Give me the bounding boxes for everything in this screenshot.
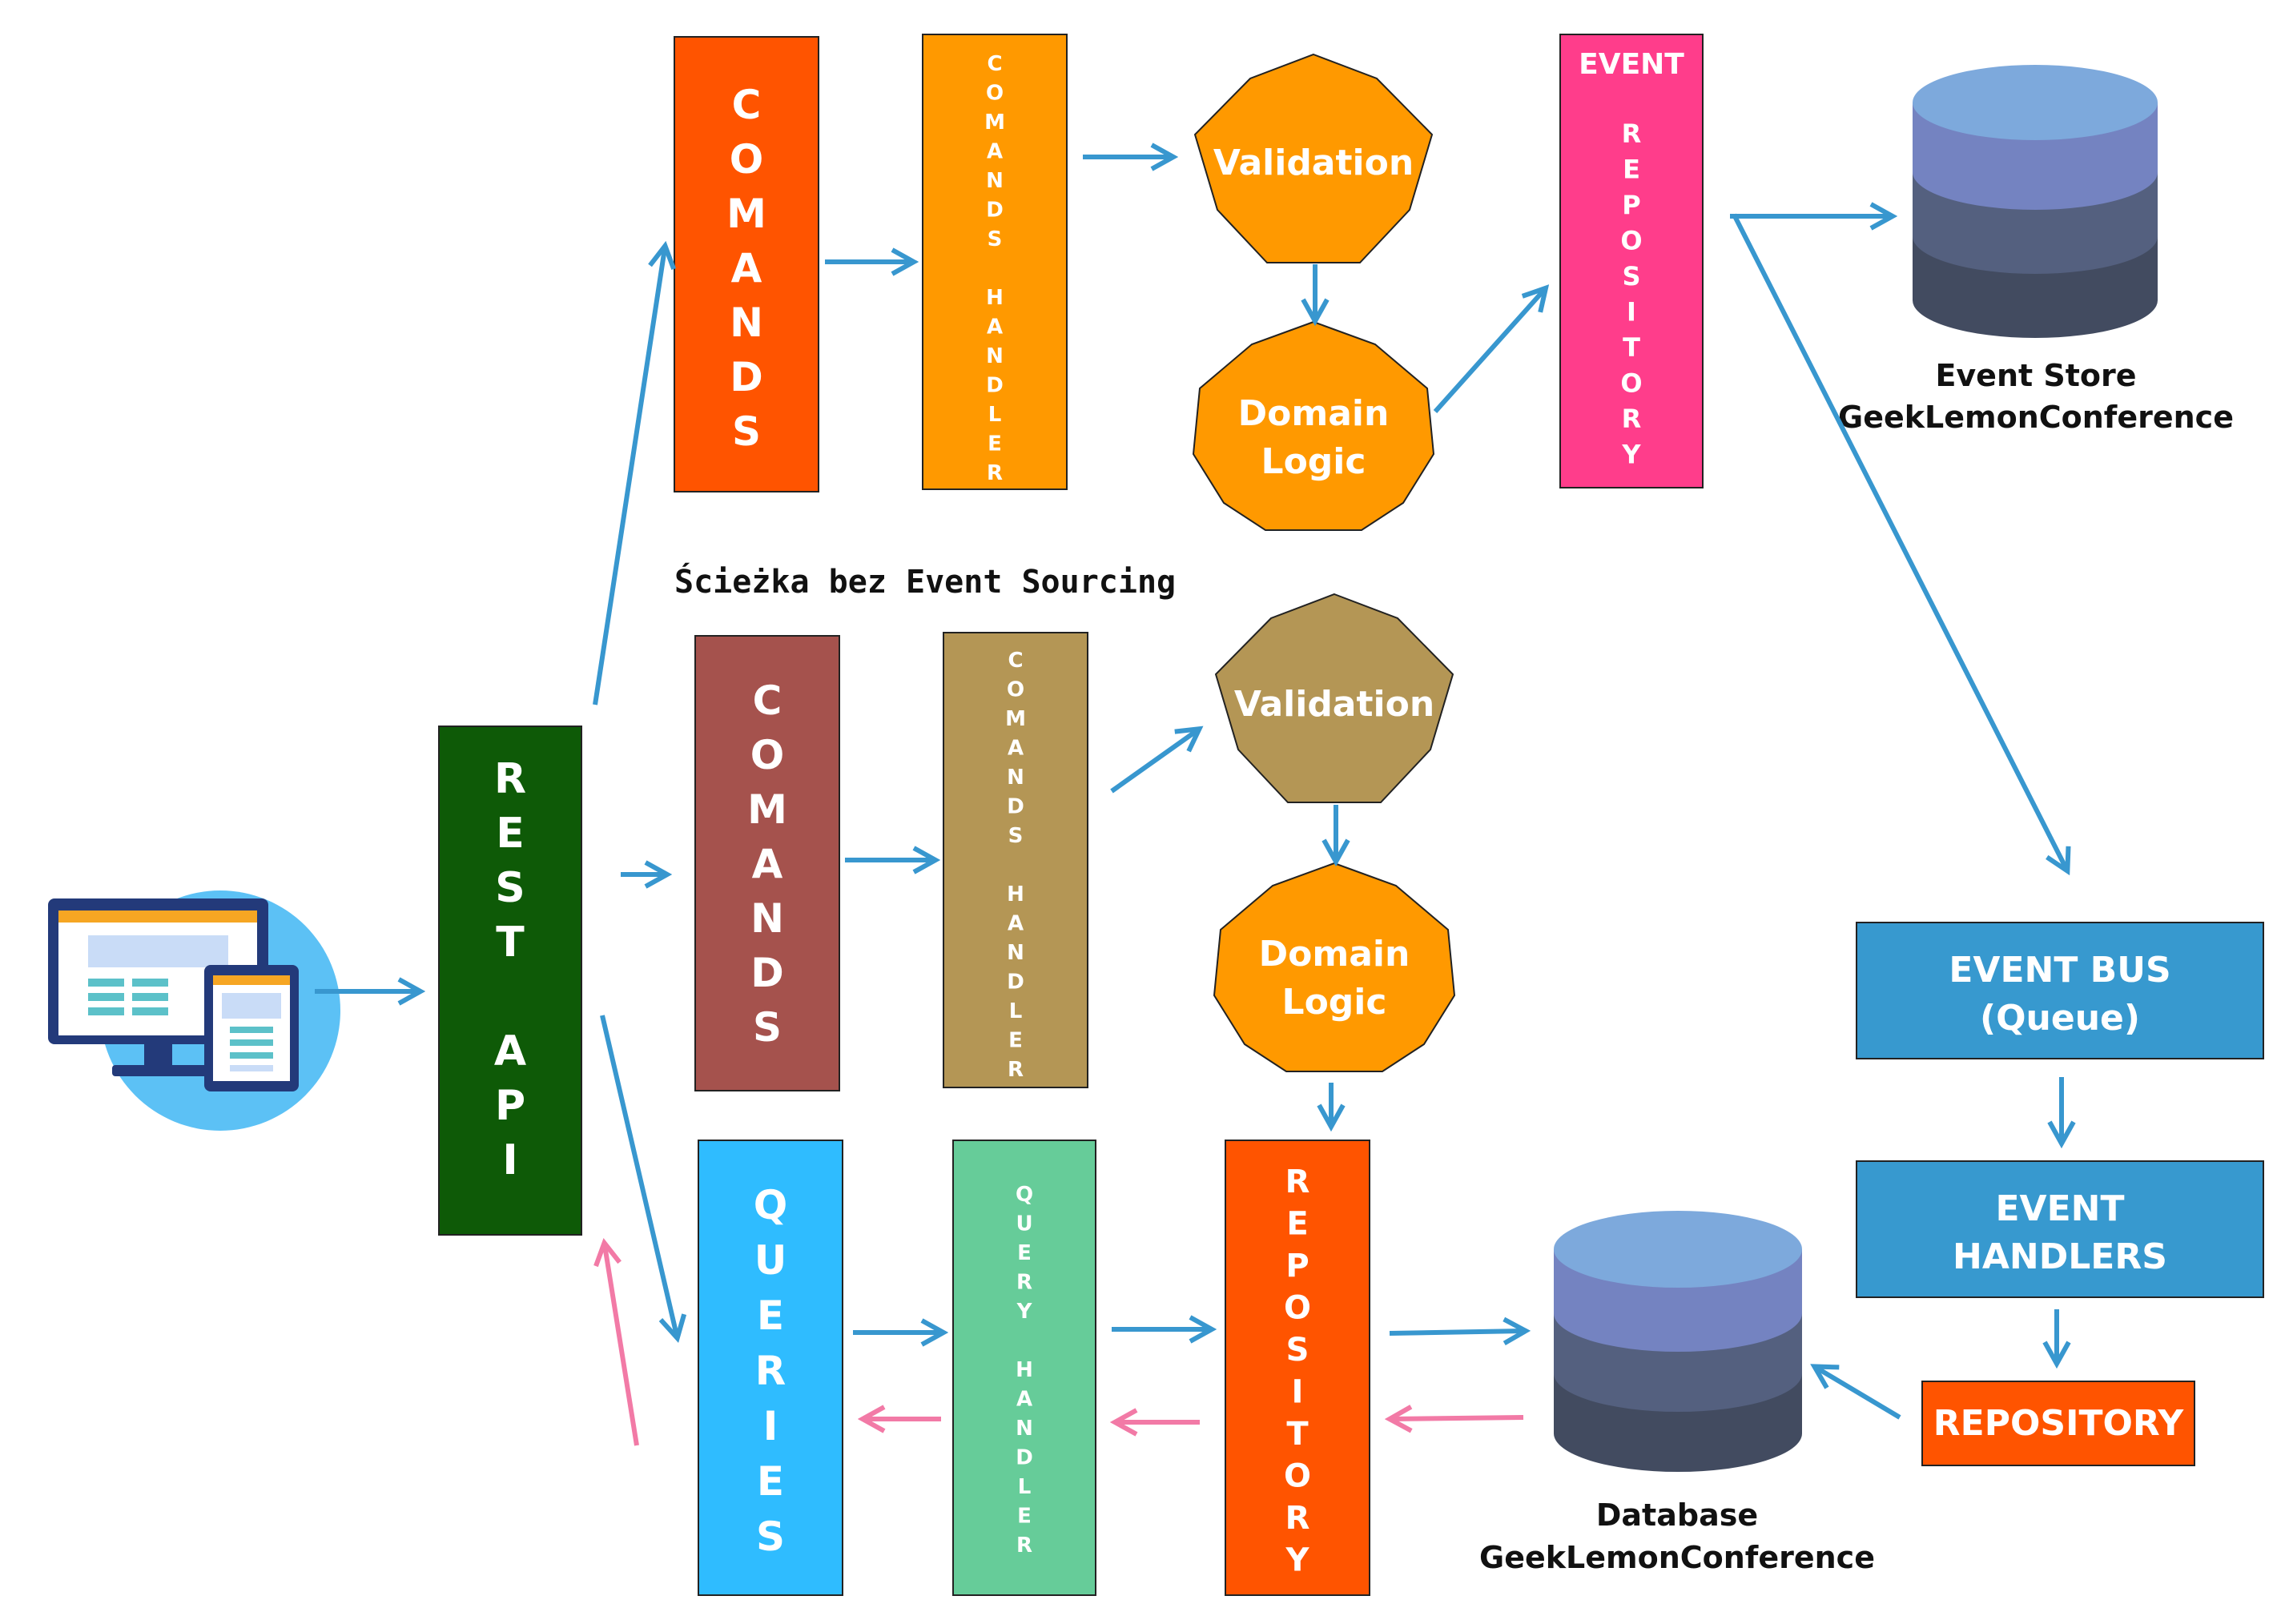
event-handlers-block: EVENT HANDLERS xyxy=(1856,1160,2264,1298)
repository-small-block: REPOSITORY xyxy=(1921,1381,2195,1466)
event-bus-label-2: (Queue) xyxy=(1980,998,2140,1039)
database-caption-2: GeekLemonConference xyxy=(1479,1540,1875,1575)
arrow-repository-to-database-update xyxy=(1816,1368,1901,1420)
arrow-repository-to-database xyxy=(1389,1331,1523,1333)
arrow-handler-plain-to-validation xyxy=(1110,730,1197,794)
domain-logic-plain-label-1: Domain xyxy=(1259,934,1410,975)
domain-logic-plain-label-2: Logic xyxy=(1282,982,1387,1023)
client-devices-icon xyxy=(48,890,340,1131)
repository-small-label: REPOSITORY xyxy=(1933,1403,2185,1444)
arrow-event-repository-to-bus xyxy=(1732,213,2066,869)
event-store-caption-2: GeekLemonConference xyxy=(1838,400,2234,435)
validation-shape: Validation xyxy=(1193,53,1434,263)
domain-logic-label-2: Logic xyxy=(1261,441,1366,482)
arrow-logic-to-event-repository xyxy=(1433,290,1544,414)
return-queries-to-api xyxy=(605,1245,639,1446)
database-icon xyxy=(1554,1211,1802,1472)
event-repository-title: EVENT xyxy=(1579,48,1684,81)
arrow-api-to-comands xyxy=(593,248,665,705)
blue-arrows xyxy=(315,157,2066,1420)
event-bus-block: EVENT BUS (Queue) xyxy=(1856,922,2264,1059)
return-database-to-repository xyxy=(1392,1417,1524,1419)
arrow-api-to-queries xyxy=(600,1015,677,1336)
event-store-database-icon xyxy=(1913,65,2158,338)
domain-logic-label-1: Domain xyxy=(1238,393,1390,434)
event-store-caption-1: Event Store xyxy=(1935,358,2136,393)
validation-plain-shape: Validation xyxy=(1214,593,1454,803)
event-bus-label-1: EVENT BUS xyxy=(1949,950,2170,991)
validation-plain-label: Validation xyxy=(1234,684,1434,725)
event-handlers-label-2: HANDLERS xyxy=(1953,1236,2167,1277)
domain-logic-plain-shape: Domain Logic xyxy=(1213,862,1456,1072)
database-caption-1: Database xyxy=(1596,1497,1758,1533)
validation-label: Validation xyxy=(1213,143,1414,183)
event-handlers-label-1: EVENT xyxy=(1995,1188,2124,1229)
pink-return-arrows xyxy=(605,1245,1524,1446)
domain-logic-shape: Domain Logic xyxy=(1192,320,1435,531)
no-event-sourcing-note: Ścieżka bez Event Sourcing xyxy=(674,562,1176,601)
